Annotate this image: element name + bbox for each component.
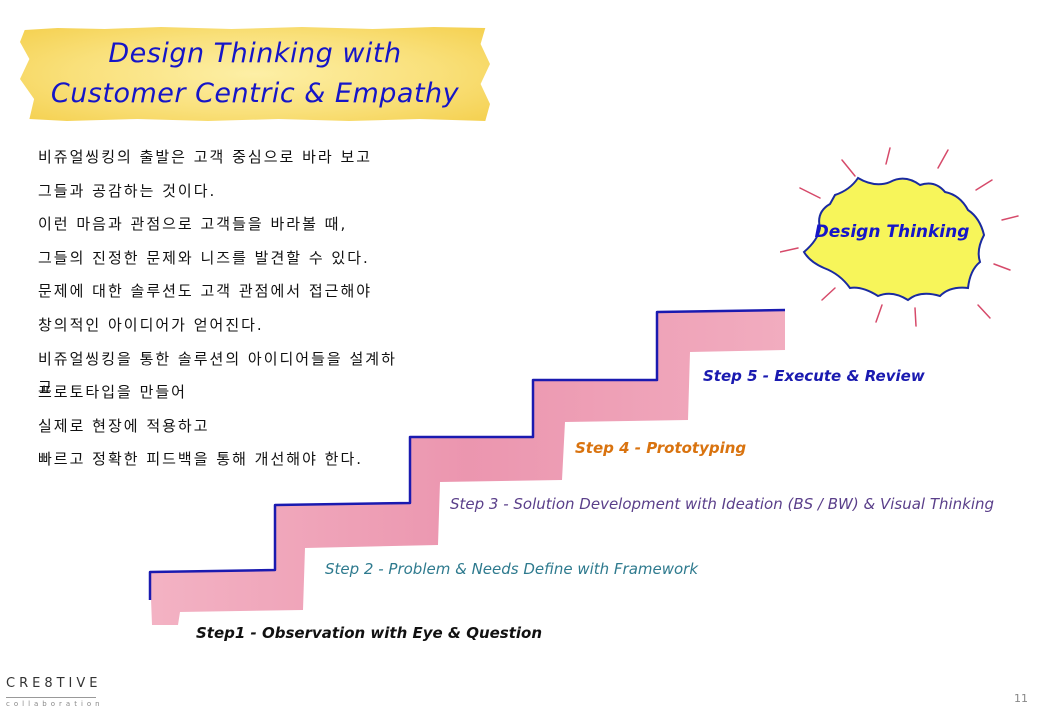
- page-number: 11: [1014, 692, 1028, 705]
- step-1-label: Step1 - Observation with Eye & Question: [196, 624, 543, 642]
- burst-label: Design Thinking: [814, 222, 970, 242]
- title-banner: [20, 27, 490, 121]
- step-3-label: Step 3 - Solution Development with Ideat…: [450, 495, 995, 513]
- body-line: 실제로 현장에 적용하고: [38, 416, 210, 435]
- body-line: 빠르고 정확한 피드백을 통해 개선해야 한다.: [38, 450, 364, 469]
- body-line: 문제에 대한 솔루션도 고객 관점에서 접근해야: [38, 282, 373, 301]
- body-line: 창의적인 아이디어가 얻어진다.: [38, 315, 264, 334]
- creative-collaboration-logo: CRE8TIVE collaboration: [6, 676, 106, 716]
- step-4-label: Step 4 - Prototyping: [575, 439, 747, 457]
- body-line: 비쥬얼씽킹을 통한 솔루션의 아이디어들을 설계하고: [38, 349, 397, 396]
- body-line: 프로토타입을 만들어: [38, 383, 187, 402]
- title-line-2: Customer Centric & Empathy: [50, 78, 460, 109]
- body-line: 비쥬얼씽킹의 출발은 고객 중심으로 바라 보고: [38, 148, 373, 166]
- page-title: Design Thinking with Customer Centric & …: [20, 34, 490, 114]
- logo-sub-text: collaboration: [6, 697, 100, 708]
- body-text: 비쥬얼씽킹의 출발은 고객 중심으로 바라 보고 그들과 공감하는 것이다. 이…: [38, 143, 408, 479]
- design-thinking-burst-icon: [780, 147, 1019, 327]
- body-line: 그들과 공감하는 것이다.: [38, 181, 217, 200]
- body-line: 이런 마음과 관점으로 고객들을 바라볼 때,: [38, 215, 348, 234]
- logo-main-text: CRE8TIVE: [6, 676, 102, 691]
- title-line-1: Design Thinking with: [108, 38, 402, 69]
- step-2-label: Step 2 - Problem & Needs Define with Fra…: [325, 560, 699, 578]
- step-5-label: Step 5 - Execute & Review: [703, 367, 925, 385]
- body-line: 그들의 진정한 문제와 니즈를 발견할 수 있다.: [38, 248, 370, 267]
